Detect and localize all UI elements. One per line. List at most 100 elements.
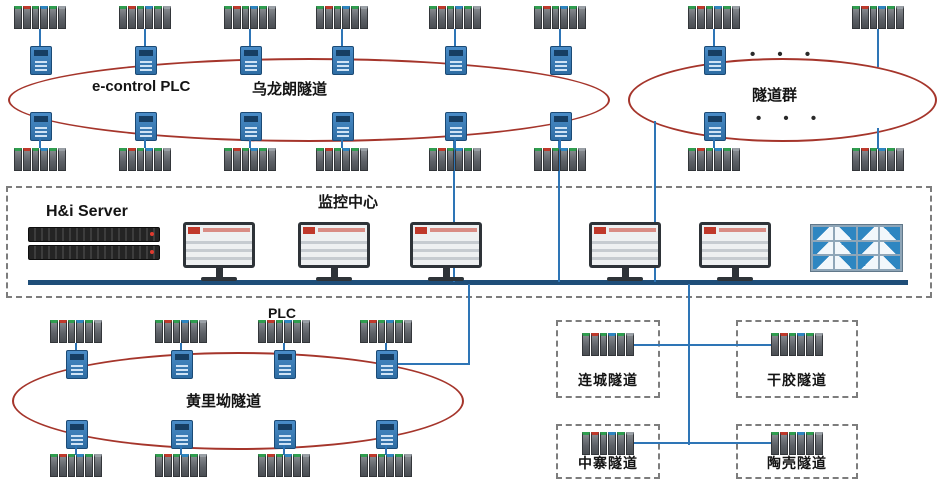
plc-module [534,148,542,171]
plc-module [617,432,626,455]
branch-line [634,442,688,444]
fiber-ring-top-right [628,58,937,142]
plc-module [696,6,705,29]
fiber-ring-bottom-left [12,352,464,450]
plc-rack [429,6,481,29]
plc-module [599,333,608,356]
plc-module [266,454,275,477]
tunnel-box-ganjiao: 干胶隧道 [736,320,858,398]
plc-module [241,6,250,29]
plc-module [815,432,823,455]
ethernet-switch-icon [66,350,88,379]
monitor-screen [413,225,479,265]
plc-label: PLC [268,305,296,321]
ethernet-switch-icon [550,112,572,141]
plc-module [779,333,788,356]
ethernet-switch-icon [274,420,296,449]
plc-module [797,333,806,356]
plc-module [395,454,404,477]
plc-module [324,148,333,171]
connector-line [559,29,561,47]
plc-module [50,320,58,343]
monitor-stand [621,268,629,277]
plc-module [259,6,268,29]
videowall-cell [835,256,856,269]
plc-module [464,6,473,29]
plc-module [705,6,714,29]
downlink-line [396,363,470,365]
server-unit [28,227,160,242]
tunnel-box-taoke: 陶壳隧道 [736,424,858,479]
plc-module [155,320,163,343]
plc-module [626,333,634,356]
plc-module [163,320,172,343]
ethernet-switch-icon [135,112,157,141]
plc-rack [852,6,904,29]
plc-rack [771,333,823,356]
plc-module [869,6,878,29]
ring-label-huangliao: 黄里坳隧道 [186,393,262,410]
plc-module [732,6,740,29]
uplink-line [453,139,455,282]
plc-module [145,148,154,171]
plc-module [258,320,266,343]
plc-module [268,6,276,29]
plc-module [67,320,76,343]
videowall-cell [813,256,834,269]
plc-module [22,148,31,171]
tunnel-box-label: 中寨隧道 [578,455,638,471]
connector-line [713,29,715,47]
videowall-cell [835,241,856,255]
connector-line [341,138,343,148]
plc-module [608,333,617,356]
plc-rack [582,333,634,356]
plc-module [887,6,896,29]
plc-module [250,148,259,171]
plc-module [333,6,342,29]
plc-module [464,148,473,171]
videowall-cell [813,241,834,255]
plc-module [551,148,560,171]
plc-rack [50,320,102,343]
plc-module [284,454,293,477]
plc-rack [316,6,368,29]
tunnel-box-label: 连城隧道 [578,372,638,388]
plc-rack [155,454,207,477]
plc-module [232,6,241,29]
plc-rack [534,6,586,29]
monitor-base [428,277,464,281]
plc-module [49,6,58,29]
tunnel-box-label: 陶壳隧道 [767,455,827,471]
plc-rack [119,6,171,29]
plc-module [154,148,163,171]
ethernet-switch-icon [171,420,193,449]
plc-module [163,6,171,29]
plc-module [172,454,181,477]
branch-line [634,344,688,346]
plc-module [181,320,190,343]
plc-module [119,148,127,171]
plc-module [395,320,404,343]
plc-module [771,333,779,356]
monitor-stand [731,268,739,277]
connector-line [385,445,387,455]
plc-module [360,148,368,171]
plc-module [127,148,136,171]
plc-module [368,320,377,343]
plc-module [714,6,723,29]
plc-module [688,6,696,29]
ethernet-switch-icon [376,350,398,379]
hi-server-rack [28,227,160,263]
plc-module [268,148,276,171]
connector-line [454,138,456,148]
monitor-base [316,277,352,281]
plc-module [275,320,284,343]
connector-line [39,138,41,148]
plc-module [377,320,386,343]
plc-module [569,6,578,29]
connector-line [454,29,456,47]
plc-module [58,454,67,477]
plc-module [50,454,58,477]
plc-rack [258,454,310,477]
videowall-cell [857,241,878,255]
